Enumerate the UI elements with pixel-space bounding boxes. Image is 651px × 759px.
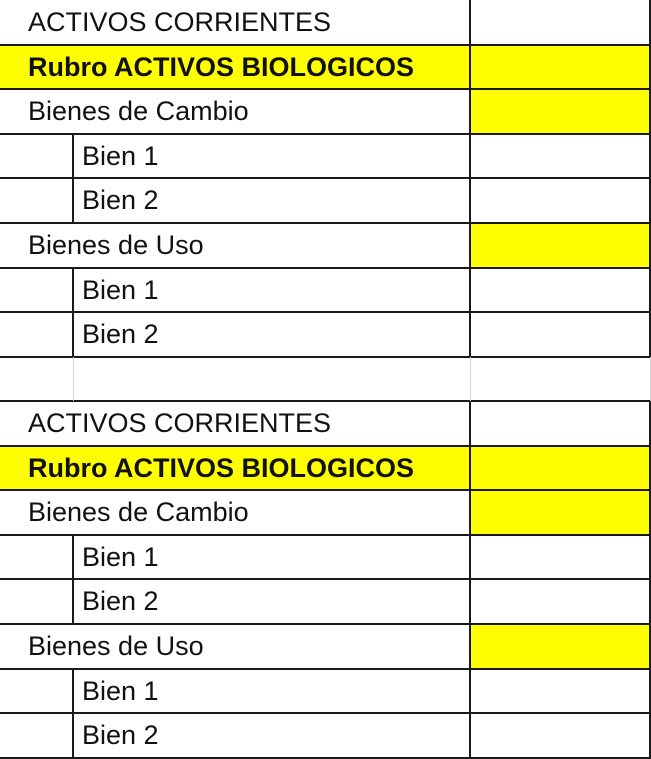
category-label-cell[interactable]: Bienes de Cambio xyxy=(28,96,249,127)
column-border xyxy=(649,401,651,758)
value-cell[interactable] xyxy=(471,624,651,668)
row-border xyxy=(0,667,651,670)
empty-row[interactable] xyxy=(0,357,651,401)
value-cell[interactable] xyxy=(471,223,651,267)
table-row: ACTIVOS CORRIENTES xyxy=(0,401,651,445)
value-cell[interactable] xyxy=(471,89,651,134)
item-label-cell[interactable]: Bien 1 xyxy=(82,140,159,171)
item-label-cell[interactable]: Bien 2 xyxy=(82,720,159,751)
row-border xyxy=(0,712,651,715)
indent-border xyxy=(72,312,74,357)
row-border xyxy=(0,132,651,135)
row-border xyxy=(0,444,651,447)
row-border xyxy=(0,489,651,492)
row-border xyxy=(0,400,651,402)
indent-border xyxy=(72,668,74,713)
table-row: Bien 1 xyxy=(0,133,651,178)
table-row: ACTIVOS CORRIENTES xyxy=(0,0,651,44)
row-border xyxy=(0,311,651,314)
value-cell[interactable] xyxy=(471,44,651,89)
category-label-cell[interactable]: Rubro ACTIVOS BIOLOGICOS xyxy=(0,44,470,89)
row-border xyxy=(0,266,651,269)
table-row: Bien 1 xyxy=(0,668,651,713)
column-border xyxy=(649,0,651,357)
table-row: Bienes de Uso xyxy=(0,223,651,267)
table-row: Bien 2 xyxy=(0,713,651,758)
value-cell[interactable] xyxy=(471,490,651,535)
value-cell[interactable] xyxy=(471,579,651,623)
item-label-cell[interactable]: Bien 2 xyxy=(82,586,159,617)
table-row: Bien 2 xyxy=(0,312,651,357)
value-cell[interactable] xyxy=(471,713,651,757)
value-cell[interactable] xyxy=(471,445,651,490)
table-row: Bienes de Uso xyxy=(0,624,651,668)
value-cell[interactable] xyxy=(471,178,651,222)
item-label-cell[interactable]: Bien 1 xyxy=(82,541,159,572)
indent-border xyxy=(72,267,74,312)
category-label-cell[interactable]: Bienes de Uso xyxy=(28,631,204,661)
row-border xyxy=(0,623,651,625)
item-label-cell[interactable]: Bien 2 xyxy=(82,319,159,350)
column-border xyxy=(469,401,471,758)
value-cell[interactable] xyxy=(471,535,651,579)
table-row: Rubro ACTIVOS BIOLOGICOS xyxy=(0,44,651,89)
value-cell[interactable] xyxy=(471,669,651,713)
row-border xyxy=(0,578,651,581)
value-cell[interactable] xyxy=(471,0,651,44)
row-border xyxy=(0,177,651,180)
category-label-cell[interactable]: Rubro ACTIVOS BIOLOGICOS xyxy=(0,445,470,490)
value-cell[interactable] xyxy=(471,312,651,356)
table-row: Bien 2 xyxy=(0,178,651,223)
row-border xyxy=(0,43,651,46)
value-cell[interactable] xyxy=(471,134,651,178)
gridline xyxy=(470,357,471,401)
table-row: Bien 2 xyxy=(0,579,651,624)
item-label-cell[interactable]: Bien 2 xyxy=(82,185,159,216)
table-row: Bien 1 xyxy=(0,267,651,312)
row-border xyxy=(0,88,651,91)
category-label-cell[interactable]: Bienes de Cambio xyxy=(28,497,249,528)
table-row: Bien 1 xyxy=(0,534,651,579)
category-label-cell[interactable]: ACTIVOS CORRIENTES xyxy=(28,408,332,438)
item-label-cell[interactable]: Bien 1 xyxy=(82,675,159,706)
row-border xyxy=(0,355,651,358)
indent-border xyxy=(72,178,74,223)
item-label-cell[interactable]: Bien 1 xyxy=(82,274,159,305)
row-border xyxy=(0,222,651,224)
indent-border xyxy=(72,534,74,579)
table-row: Rubro ACTIVOS BIOLOGICOS xyxy=(0,445,651,490)
indent-border xyxy=(72,713,74,758)
category-label-cell[interactable]: ACTIVOS CORRIENTES xyxy=(28,7,332,37)
value-cell[interactable] xyxy=(471,401,651,445)
row-border xyxy=(0,533,651,536)
indent-border xyxy=(72,579,74,624)
indent-border xyxy=(72,133,74,178)
category-label-cell[interactable]: Bienes de Uso xyxy=(28,230,204,260)
value-cell[interactable] xyxy=(471,268,651,312)
table-row: Bienes de Cambio xyxy=(0,89,651,134)
gridline xyxy=(73,357,74,401)
table-row: Bienes de Cambio xyxy=(0,490,651,535)
column-border xyxy=(469,0,471,357)
